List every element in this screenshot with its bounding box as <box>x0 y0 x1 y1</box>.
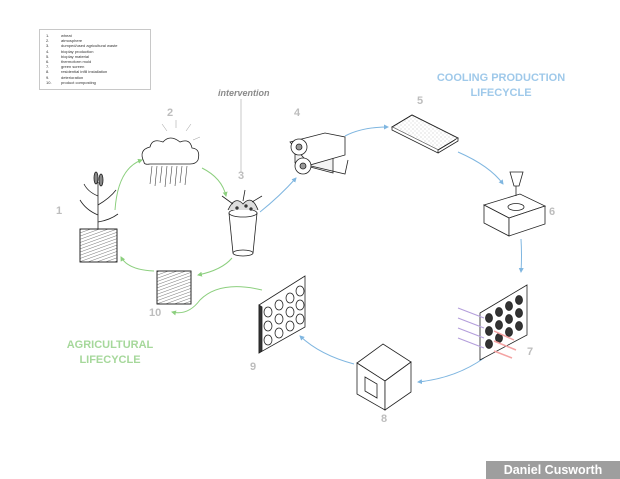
stage-number-6: 6 <box>549 206 556 218</box>
legend-item-label: wheat <box>61 33 72 38</box>
stage-number-2: 2 <box>167 107 174 119</box>
agricultural-lifecycle-title: AGRICULTURAL LIFECYCLE <box>52 338 168 368</box>
stage-number-4: 4 <box>294 107 301 119</box>
legend-item-label: bioplay material <box>61 53 90 59</box>
legend-item: 7. green screen <box>46 64 146 69</box>
legend-item-number: 9. <box>46 74 50 80</box>
arrow-4-to-5 <box>344 124 389 137</box>
legend-item-number: 4. <box>46 48 50 54</box>
legend-item-label: product composting <box>61 79 96 85</box>
agri-title-line2: LIFECYCLE <box>79 354 141 366</box>
green-screen-icon <box>457 284 528 361</box>
bioplastic-sheet-icon <box>391 114 459 154</box>
legend-item-label: atmosphere <box>61 38 83 44</box>
arrow-9-to-10 <box>171 286 263 316</box>
arrow-3-to-10 <box>197 257 233 277</box>
atmosphere-cloud-icon <box>141 120 201 188</box>
agricultural-arrows <box>114 158 263 316</box>
legend-item-number: 7. <box>46 64 50 70</box>
author-credit: Daniel Cusworth <box>486 461 620 479</box>
wheat-plant-icon <box>79 171 119 263</box>
stage-number-5: 5 <box>417 95 424 107</box>
arrow-8-to-9 <box>299 335 355 365</box>
legend-item-number: 1. <box>46 33 50 38</box>
legend-item: 5. bioplay material <box>46 54 146 59</box>
legend-item: 10. product composting <box>46 80 146 85</box>
stage-number-9: 9 <box>250 361 257 373</box>
legend-item: 4. bioplay production <box>46 49 146 54</box>
legend-item-label: green screen <box>61 64 85 70</box>
stage-number-8: 8 <box>381 413 388 425</box>
legend-item-label: dumped/used agricultural waste <box>61 43 118 49</box>
legend-item: 1. wheat <box>46 33 146 38</box>
arrow-6-to-7 <box>518 238 524 273</box>
agricultural-waste-bucket-icon <box>221 189 263 257</box>
arrow-5-to-6 <box>457 151 504 185</box>
legend-item: 8. residential infill installation <box>46 69 146 74</box>
cooling-arrows <box>259 124 524 385</box>
legend-item-number: 10. <box>46 79 52 85</box>
cooling-title-line2: LIFECYCLE <box>470 87 532 99</box>
stage-number-3: 3 <box>238 170 245 182</box>
legend-item-number: 5. <box>46 53 50 59</box>
compost-block-icon <box>156 270 192 305</box>
legend-item-number: 3. <box>46 43 50 49</box>
legend-item: 2. atmosphere <box>46 38 146 43</box>
legend-item-number: 6. <box>46 59 50 65</box>
deteriorating-panel-icon <box>258 275 306 354</box>
legend-item-label: bioplay production <box>61 48 94 54</box>
legend-item: 3. dumped/used agricultural waste <box>46 43 146 48</box>
arrow-7-to-8 <box>417 357 485 385</box>
stage-number-7: 7 <box>527 346 534 358</box>
legend-item-number: 2. <box>46 38 50 44</box>
agri-title-line1: AGRICULTURAL <box>66 339 154 351</box>
cooling-title-line1: COOLING PRODUCTION <box>436 72 566 84</box>
arrow-1-to-2 <box>114 158 143 211</box>
bioplastic-rollers-icon <box>289 132 349 175</box>
thermoform-mold-icon <box>482 171 547 237</box>
arrow-3-to-4 <box>259 177 297 213</box>
legend-item-label: residential infill installation <box>61 69 108 75</box>
legend-box: 1. wheat 2. atmosphere 3. dumped/used agricul… <box>39 29 151 90</box>
legend-item-number: 8. <box>46 69 50 75</box>
legend-item-label: thermoform mold <box>61 59 92 65</box>
stage-number-1: 1 <box>56 205 63 217</box>
intervention-label: intervention <box>218 88 270 98</box>
stage-number-10: 10 <box>149 307 162 319</box>
arrow-10-to-1 <box>120 256 155 272</box>
legend-item-label: deterioration <box>61 74 84 80</box>
legend-item: 6. thermoform mold <box>46 59 146 64</box>
residential-infill-cube-icon <box>356 343 412 411</box>
legend-item: 9. deterioration <box>46 75 146 80</box>
cooling-lifecycle-title: COOLING PRODUCTION LIFECYCLE <box>418 71 584 101</box>
arrow-2-to-3 <box>201 167 228 197</box>
